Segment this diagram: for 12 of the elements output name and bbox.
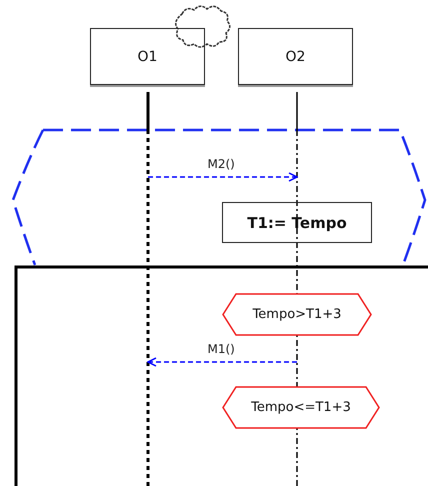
condition-hexagon — [222, 386, 380, 429]
node-text: T1:= Tempo — [247, 214, 347, 232]
node-text: O1 — [138, 48, 158, 64]
action-box — [222, 202, 372, 243]
object-box — [238, 28, 353, 85]
node-text: O2 — [286, 48, 306, 64]
condition-hexagon — [222, 293, 372, 336]
message-label: M2() — [208, 157, 235, 171]
message-label: M1() — [208, 342, 235, 356]
node-text: Tempo>T1+3 — [252, 307, 342, 322]
object-box — [90, 28, 205, 85]
node-text: Tempo<=T1+3 — [251, 400, 351, 415]
